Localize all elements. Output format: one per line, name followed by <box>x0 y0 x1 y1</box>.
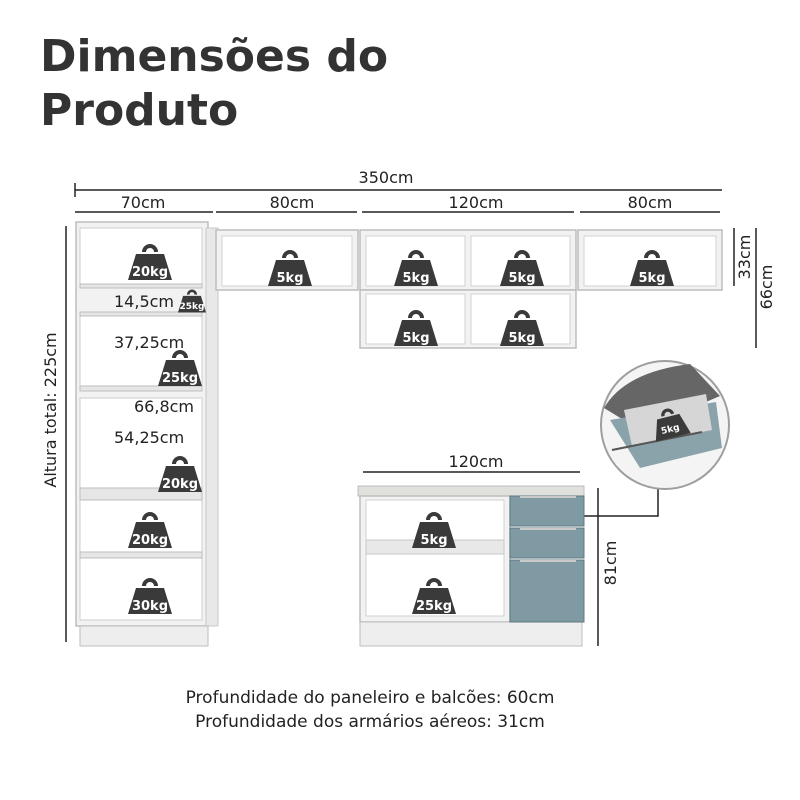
weight-label: 5kg <box>509 271 536 286</box>
weight-label: 20kg <box>162 477 198 492</box>
upper-double-height-label: 66cm <box>757 265 776 310</box>
segment-width-label: 80cm <box>628 193 673 212</box>
weight-label: 20kg <box>132 265 168 280</box>
weight-label: 5kg <box>403 271 430 286</box>
weight-label: 5kg <box>277 271 304 286</box>
weight-label: 20kg <box>132 533 168 548</box>
total-width-label: 350cm <box>359 168 414 187</box>
counter-width-label: 120cm <box>449 452 504 471</box>
weight-label: 25kg <box>162 371 198 386</box>
segment-width-label: 80cm <box>270 193 315 212</box>
dimension-lines <box>65 183 757 646</box>
total-height-label: Altura total: 225cm <box>41 332 60 487</box>
page-title: Dimensões do Produto <box>40 31 389 136</box>
footer-depth-note-1: Profundidade do paneleiro e balcões: 60c… <box>185 688 555 708</box>
weight-label: 5kg <box>639 271 666 286</box>
weight-label: 5kg <box>660 423 681 437</box>
segment-width-label: 70cm <box>121 193 166 212</box>
base-cabinet <box>357 485 585 647</box>
weight-label: 5kg <box>509 331 536 346</box>
counter-height-label: 81cm <box>601 541 620 586</box>
shelf-height-label: 14,5cm <box>114 292 174 311</box>
upper-height-label: 33cm <box>735 235 754 280</box>
shelf-height-label: 54,25cm <box>114 428 184 447</box>
drawer-zoom <box>600 360 730 490</box>
segment-width-label: 120cm <box>449 193 504 212</box>
weight-label: 30kg <box>132 599 168 614</box>
weight-label: 5kg <box>421 533 448 548</box>
weight-label: 5kg <box>403 331 430 346</box>
footer-depth-note-2: Profundidade dos armários aéreos: 31cm <box>195 712 545 732</box>
upper-cabinets <box>215 229 723 349</box>
weight-label: 25kg <box>180 302 205 312</box>
inner-width-label: 66,8cm <box>134 397 194 416</box>
shelf-height-label: 37,25cm <box>114 333 184 352</box>
weight-label: 25kg <box>416 599 452 614</box>
